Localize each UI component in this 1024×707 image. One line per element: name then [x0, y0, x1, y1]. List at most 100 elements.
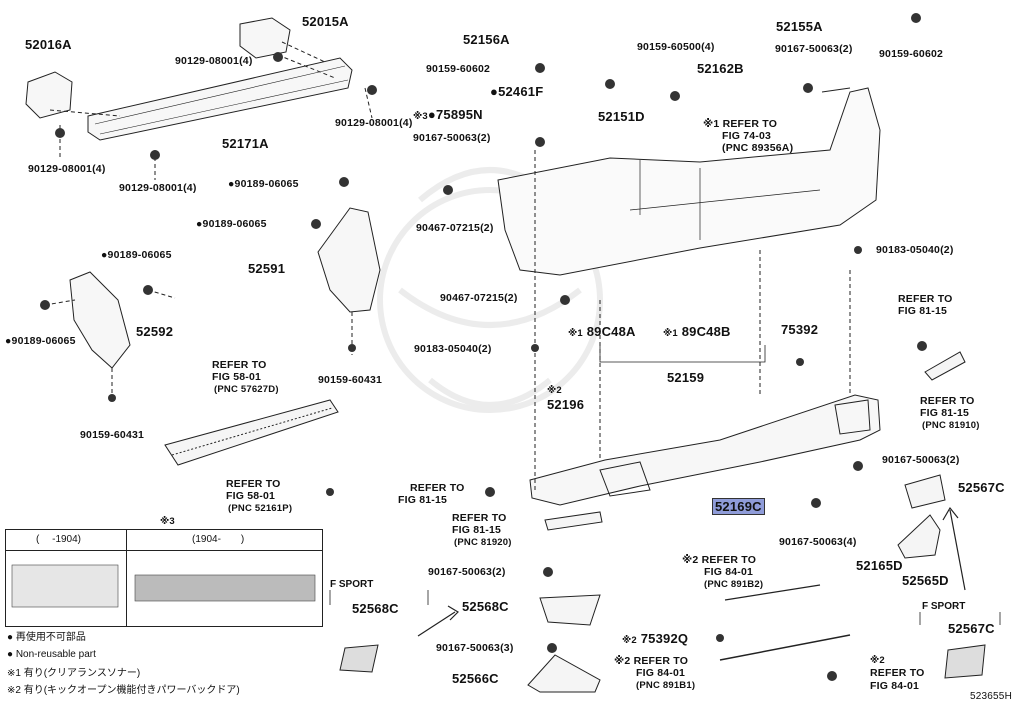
garnish-fsport-left [339, 644, 379, 673]
note-mark-3: ※3 [413, 111, 428, 122]
bolt-90159-60602-b[interactable]: 90159-60602 [879, 48, 944, 60]
part-75895N-label: 75895N [435, 107, 483, 122]
part-52151D[interactable]: 52151D [598, 109, 645, 124]
bullet-mark: ● [101, 249, 108, 261]
step-plate [164, 399, 339, 466]
ref-81-15-b-line1[interactable]: REFER TO [920, 395, 975, 407]
table-image-old [11, 564, 119, 608]
part-52565D[interactable]: 52565D [902, 573, 949, 588]
fsport-label-left: F SPORT [330, 579, 374, 590]
side-bracket-52592 [69, 271, 131, 369]
part-52155A[interactable]: 52155A [776, 19, 823, 34]
bolt-90467-07215-b[interactable]: 90467-07215(2) [440, 292, 518, 304]
bolt-90189-06065-c[interactable]: ●90189-06065 [101, 250, 172, 261]
ref-81-15-d-line3: (PNC 81920) [454, 537, 512, 548]
part-52568C-fsport[interactable]: 52568C [352, 601, 399, 616]
part-75392Q[interactable]: ※2 75392Q [622, 632, 688, 646]
bullet-mark: ● [427, 107, 436, 122]
bolt-90159-60431-b[interactable]: 90159-60431 [80, 429, 145, 441]
table-image-new [134, 574, 316, 602]
part-52567C-fsport[interactable]: 52567C [948, 621, 995, 636]
part-52568C[interactable]: 52568C [462, 599, 509, 614]
part-52165D[interactable]: 52165D [856, 558, 903, 573]
part-52162B[interactable]: 52162B [697, 61, 744, 76]
bolt-90189-06065-b[interactable]: ●90189-06065 [196, 219, 267, 230]
part-52196[interactable]: 52196 [547, 397, 585, 412]
part-89C48A[interactable]: ※1 89C48A [568, 325, 636, 339]
table-note-mark-3: ※3 [160, 516, 175, 527]
bolt-90167-50063-b[interactable]: 90167-50063(2) [413, 132, 491, 144]
ref-84-01-a-line1[interactable]: ※2 REFER TO [682, 554, 757, 566]
part-75392[interactable]: 75392 [781, 322, 819, 337]
ref-81-15-b-line2[interactable]: FIG 81-15 [920, 407, 970, 419]
ref-84-01-c-mark: ※2 [870, 655, 885, 666]
bolt-label: 90189-06065 [234, 178, 299, 190]
bolt-90189-06065-d[interactable]: ●90189-06065 [5, 336, 76, 347]
part-52171A[interactable]: 52171A [222, 136, 269, 151]
wire-harness-891B2 [724, 584, 821, 601]
part-52566C[interactable]: 52566C [452, 671, 499, 686]
bolt-90467-07215-a[interactable]: 90467-07215(2) [416, 222, 494, 234]
ref-74-03-line3: (PNC 89356A) [722, 142, 794, 154]
garnish-fsport-right [944, 644, 986, 679]
bullet-mark: ● [196, 218, 203, 230]
ref-81-15-d-line1[interactable]: REFER TO [452, 512, 507, 524]
ref-74-03-line1[interactable]: ※1 REFER TO [703, 118, 778, 130]
ref-81-15-c-line2[interactable]: FIG 81-15 [398, 494, 448, 506]
bolt-90129-08001-d[interactable]: 90129-08001(4) [335, 117, 413, 129]
bolt-90159-60431-a[interactable]: 90159-60431 [318, 374, 383, 386]
bolt-90167-50063-f[interactable]: 90167-50063(3) [436, 642, 514, 654]
arrow-right [942, 506, 966, 591]
bolt-90189-06065-a[interactable]: ●90189-06065 [228, 179, 299, 190]
ref-84-01-c-line2[interactable]: FIG 84-01 [870, 680, 920, 692]
garnish-52565D [897, 514, 941, 559]
garnish-52567C [904, 474, 946, 509]
part-52016A[interactable]: 52016A [25, 37, 72, 52]
ref-84-01-b-line2[interactable]: FIG 84-01 [636, 667, 686, 679]
part-52156A[interactable]: 52156A [463, 32, 510, 47]
bolt-label: 90189-06065 [202, 218, 267, 230]
ref-84-01-a-line2[interactable]: FIG 84-01 [704, 566, 754, 578]
bolt-90167-50063-d[interactable]: 90167-50063(4) [779, 536, 857, 548]
part-52159[interactable]: 52159 [667, 370, 705, 385]
table-col-2: (1904- ) [126, 530, 322, 551]
fsport-label-right: F SPORT [922, 601, 966, 612]
bolt-90183-05040-b[interactable]: 90183-05040(2) [414, 343, 492, 355]
bolt-90159-60500[interactable]: 90159-60500(4) [637, 41, 715, 53]
ref-84-01-b-line1[interactable]: ※2 REFER TO [614, 655, 689, 667]
ref-81-15-d-line2[interactable]: FIG 81-15 [452, 524, 502, 536]
bolt-90167-50063-e[interactable]: 90167-50063(2) [428, 566, 506, 578]
ref-81-15-c-line1[interactable]: REFER TO [410, 482, 465, 494]
note-mark-1: ※1 [568, 328, 583, 339]
part-52567C[interactable]: 52567C [958, 480, 1005, 495]
ref-81-15-a-line2[interactable]: FIG 81-15 [898, 305, 948, 317]
note-mark-1: ※1 [663, 328, 678, 339]
bolt-90129-08001-c[interactable]: 90129-08001(4) [119, 182, 197, 194]
part-89C48B[interactable]: ※1 89C48B [663, 325, 731, 339]
bracket-52015A [239, 17, 291, 59]
part-52461F[interactable]: ●52461F [490, 85, 543, 98]
ref-58-01-b-line3: (PNC 52161P) [228, 503, 293, 514]
bolt-90183-05040-a[interactable]: 90183-05040(2) [876, 244, 954, 256]
bolt-90129-08001-b[interactable]: 90129-08001(4) [28, 163, 106, 175]
ref-58-01-a-line1[interactable]: REFER TO [212, 359, 267, 371]
ref-74-03-line2[interactable]: FIG 74-03 [722, 130, 772, 142]
ref-58-01-b-line1[interactable]: REFER TO [226, 478, 281, 490]
part-89C48B-label: 89C48B [681, 324, 731, 339]
part-52169C-highlighted[interactable]: 52169C [712, 498, 765, 515]
ref-58-01-a-line2[interactable]: FIG 58-01 [212, 371, 262, 383]
ref-58-01-b-line2[interactable]: FIG 58-01 [226, 490, 276, 502]
bolt-90129-08001-a[interactable]: 90129-08001(4) [175, 55, 253, 67]
bracket-52016A [25, 71, 73, 119]
note-mark-2: ※2 [622, 635, 637, 646]
bolt-90167-50063-a[interactable]: 90167-50063(2) [775, 43, 853, 55]
part-75895N[interactable]: ※3●75895N [413, 108, 483, 122]
part-52015A[interactable]: 52015A [302, 14, 349, 29]
part-52591[interactable]: 52591 [248, 261, 286, 276]
ref-84-01-c-line1[interactable]: REFER TO [870, 667, 925, 679]
ref-81-15-a-line1[interactable]: REFER TO [898, 293, 953, 305]
part-52592[interactable]: 52592 [136, 324, 174, 339]
bolt-90167-50063-c[interactable]: 90167-50063(2) [882, 454, 960, 466]
bolt-90159-60602-a[interactable]: 90159-60602 [426, 63, 491, 75]
